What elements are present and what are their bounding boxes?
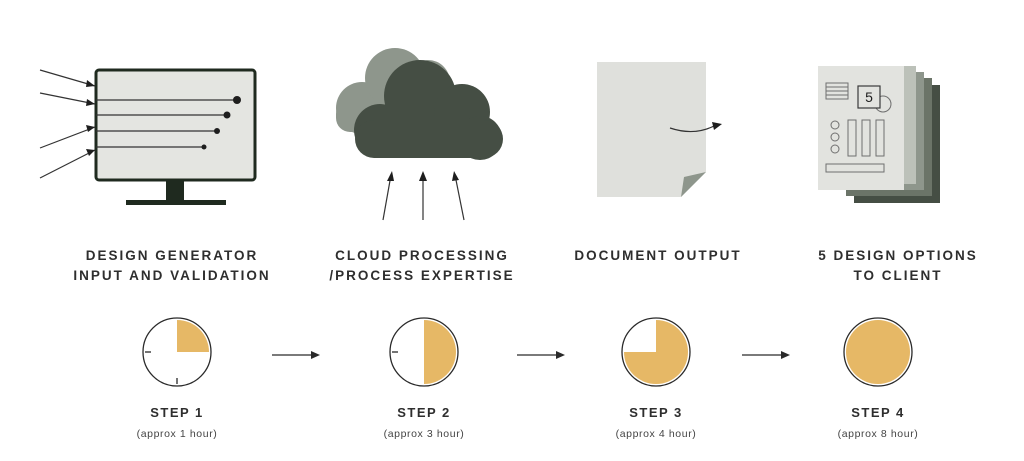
step-arrow-3	[742, 351, 790, 359]
stage-title-3: DOCUMENT OUTPUT	[528, 246, 788, 266]
step-4-duration: (approx 8 hour)	[837, 428, 919, 440]
document-stack-icon	[818, 66, 940, 203]
cloud-icon	[336, 48, 503, 221]
step-2-duration: (approx 3 hour)	[383, 428, 465, 440]
stage-title-4-line2: TO CLIENT	[853, 268, 943, 283]
stage-title-1-line1: DESIGN GENERATOR	[85, 248, 259, 263]
step-arrow-2	[517, 351, 565, 359]
clock-step-4	[843, 317, 913, 387]
stage-title-1: DESIGN GENERATOR INPUT AND VALIDATION	[42, 246, 302, 286]
step-arrow-1	[272, 351, 320, 359]
clock-step-1	[142, 317, 212, 387]
clock-step-3	[621, 317, 691, 387]
stage-title-2: CLOUD PROCESSING /PROCESS EXPERTISE	[292, 246, 552, 286]
stage-title-2-line1: CLOUD PROCESSING	[335, 248, 509, 263]
stage-title-1-line2: INPUT AND VALIDATION	[73, 268, 271, 283]
stage-title-4-line1: 5 DESIGN OPTIONS	[818, 248, 978, 263]
stage-title-2-line2: /PROCESS EXPERTISE	[329, 268, 515, 283]
monitor-icon	[39, 68, 257, 205]
stage-title-4: 5 DESIGN OPTIONS TO CLIENT	[768, 246, 1024, 286]
stage-title-3-line1: DOCUMENT OUTPUT	[574, 248, 742, 263]
clock-step-2	[389, 317, 459, 387]
document-icon	[597, 62, 722, 197]
step-4-label: STEP 4	[851, 405, 905, 420]
step-1-duration: (approx 1 hour)	[136, 428, 218, 440]
step-1-label: STEP 1	[150, 405, 204, 420]
step-3-label: STEP 3	[629, 405, 683, 420]
step-2-label: STEP 2	[397, 405, 451, 420]
step-3-duration: (approx 4 hour)	[615, 428, 697, 440]
stack-badge: 5	[865, 89, 873, 105]
